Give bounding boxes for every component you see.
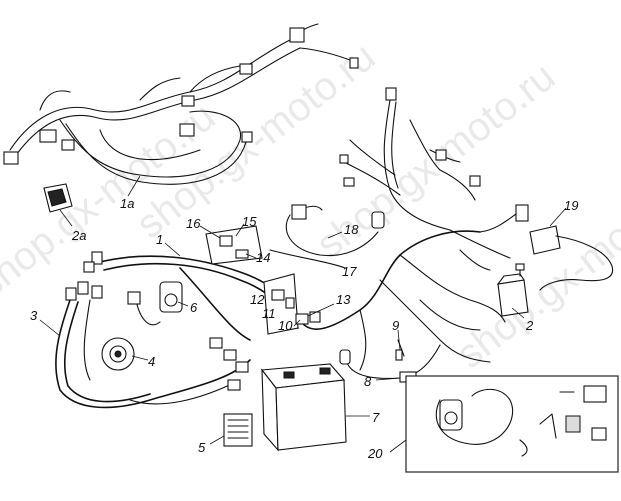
label-10: 10 [278, 318, 293, 333]
label-6: 6 [190, 300, 198, 315]
label-8: 8 [364, 374, 372, 389]
harness-17 [269, 249, 346, 269]
label-11: 11 [262, 306, 276, 321]
watermark: shop.gx-moto.ru [448, 164, 621, 377]
inset-box-20 [405, 375, 619, 473]
label-17: 17 [342, 264, 357, 279]
relay-group-14-16 [205, 225, 263, 265]
label-2: 2 [525, 318, 534, 333]
harness-upper-right [339, 87, 529, 271]
label-1a: 1a [120, 196, 134, 211]
horn-4 [101, 337, 135, 371]
cdi-2 [496, 263, 529, 317]
label-13: 13 [336, 292, 351, 307]
switch-19 [529, 225, 614, 291]
leader-lines [39, 175, 567, 453]
label-16: 16 [186, 216, 201, 231]
label-12: 12 [250, 292, 265, 307]
battery-7 [260, 363, 347, 452]
label-19: 19 [564, 198, 578, 213]
harness-3 [55, 281, 251, 409]
wiring-harness-1a [3, 23, 359, 185]
relay-2a [43, 183, 73, 213]
label-9: 9 [392, 318, 399, 333]
ignition-switch-6 [127, 281, 183, 326]
label-1: 1 [156, 232, 163, 247]
label-15: 15 [242, 214, 257, 229]
label-14: 14 [256, 250, 270, 265]
label-18: 18 [344, 222, 359, 237]
relay-group-10-13 [263, 273, 321, 335]
regulator-5 [223, 413, 253, 447]
sensor-18 [285, 204, 385, 257]
label-5: 5 [198, 440, 206, 455]
label-3: 3 [30, 308, 38, 323]
label-2a: 2a [71, 228, 86, 243]
label-4: 4 [148, 354, 155, 369]
label-20: 20 [367, 446, 383, 461]
part-labels: 1 1a 2 2a 3 4 5 6 7 8 9 10 11 12 13 14 1… [30, 196, 578, 461]
label-7: 7 [372, 410, 380, 425]
